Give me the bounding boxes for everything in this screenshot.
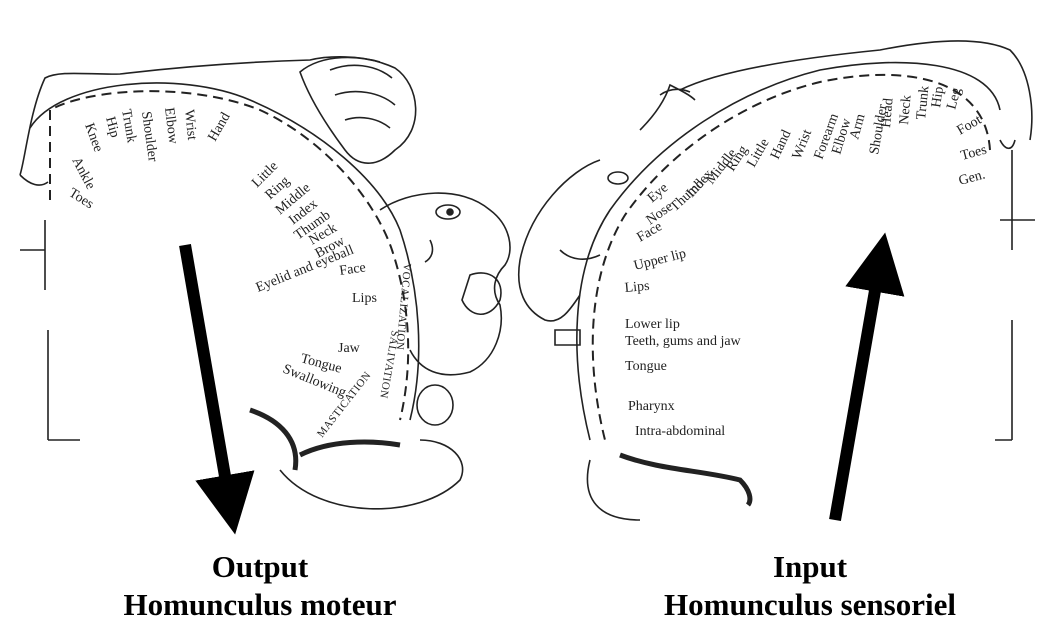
sensory-label-neck: Neck <box>897 95 915 126</box>
sensory-hand-outline <box>640 85 695 130</box>
sensory-label-toes: Toes <box>959 143 988 164</box>
motor-label-face: Face <box>338 260 366 279</box>
sensory-label-pharynx: Pharynx <box>628 399 675 414</box>
motor-label-elbow: Elbow <box>161 107 180 146</box>
motor-label-jaw: Jaw <box>338 341 361 356</box>
output-arrow <box>185 245 230 505</box>
sensory-label-shoulder: Shoulder <box>867 103 891 156</box>
sensory-label-teeth: Teeth, gums and jaw <box>625 334 742 349</box>
motor-function-salivation: SALIVATION <box>377 329 401 399</box>
sensory-label-lips: Lips <box>624 279 650 296</box>
sensory-face-outline <box>519 160 600 321</box>
sensory-label-tongue: Tongue <box>625 359 667 374</box>
sensory-cortex-outer-arc <box>577 63 1000 440</box>
output-caption-title: Output <box>90 548 430 586</box>
sensory-label-trunk: Trunk <box>914 85 932 120</box>
input-arrow <box>835 262 880 520</box>
output-caption: Output Homunculus moteur <box>90 548 430 624</box>
sensory-brain-stem <box>620 455 750 505</box>
motor-labels: Toes Ankle Knee Hip Trunk Shoulder Elbow… <box>66 107 413 440</box>
sensory-label-upper-lip: Upper lip <box>632 246 687 273</box>
motor-label-wrist: Wrist <box>181 109 199 141</box>
motor-body-outline <box>20 57 380 175</box>
sensory-label-intra-abdominal: Intra-abdominal <box>635 424 725 439</box>
motor-label-lips: Lips <box>352 291 377 306</box>
output-caption-subtitle: Homunculus moteur <box>90 586 430 624</box>
motor-label-hip: Hip <box>102 115 122 139</box>
sensory-label-gen: Gen. <box>957 167 987 188</box>
sensory-label-leg: Leg <box>944 86 964 111</box>
sensory-label-lower-lip: Lower lip <box>625 317 680 332</box>
input-caption-title: Input <box>590 548 1030 586</box>
motor-label-shoulder: Shoulder <box>138 110 160 162</box>
motor-label-knee: Knee <box>81 121 105 154</box>
motor-label-hand: Hand <box>205 110 233 144</box>
sensory-label-face: Face <box>635 219 665 245</box>
input-caption-subtitle: Homunculus sensoriel <box>590 586 1030 624</box>
motor-label-trunk: Trunk <box>118 108 139 144</box>
input-caption: Input Homunculus sensoriel <box>590 548 1030 624</box>
motor-label-toes: Toes <box>66 186 96 213</box>
sensory-cortex-drawing <box>519 41 1035 520</box>
